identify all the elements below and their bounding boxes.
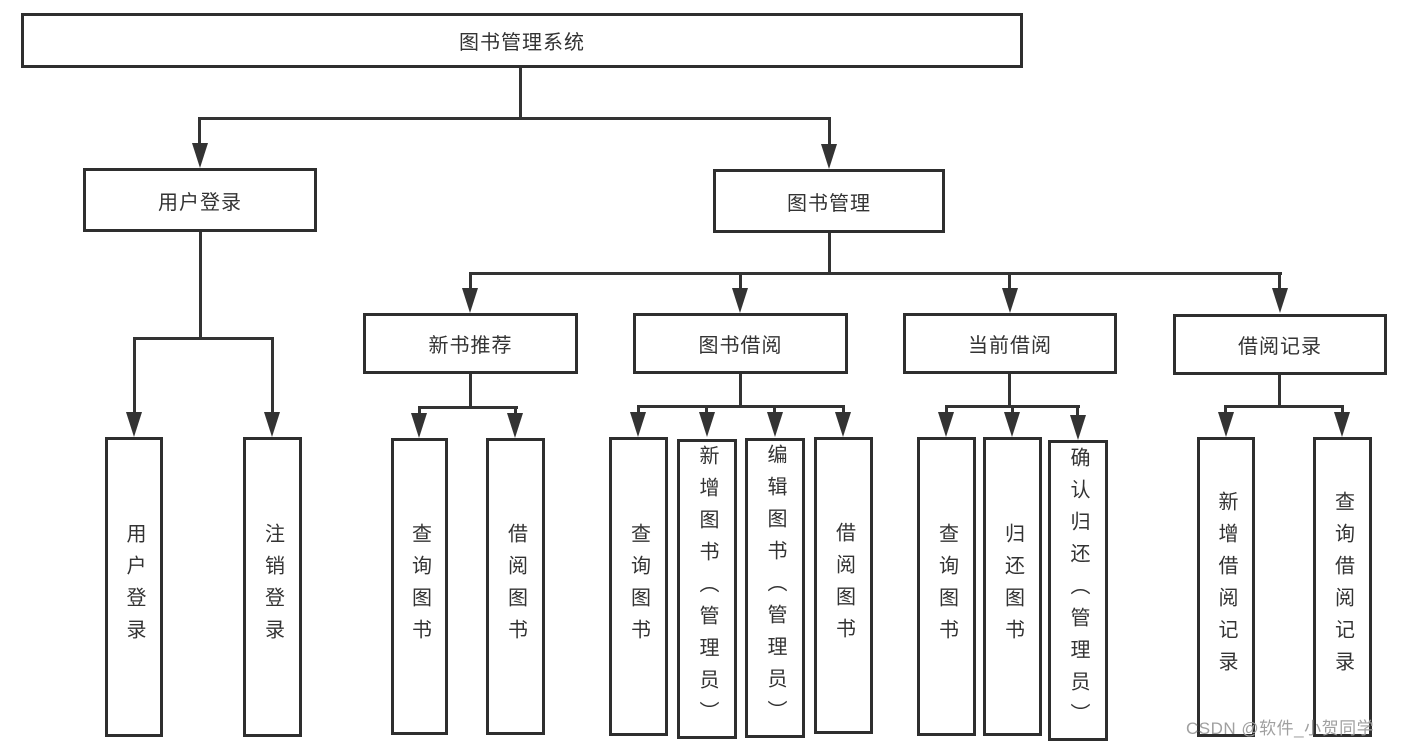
connector-line — [1008, 374, 1011, 408]
connector-line — [271, 337, 274, 414]
arrow-down-icon — [1070, 415, 1086, 440]
connector-line — [519, 68, 522, 120]
connector-line — [1278, 272, 1281, 290]
connector-line — [739, 272, 742, 290]
arrow-down-icon — [835, 412, 851, 437]
connector-line — [1011, 405, 1014, 415]
connector-line — [198, 117, 201, 145]
connector-line — [739, 374, 742, 408]
arrow-down-icon — [411, 413, 427, 438]
connector-line — [705, 405, 708, 415]
leaf-current-query: 查询图书 — [917, 437, 976, 736]
connector-line — [945, 405, 948, 415]
connector-line — [469, 272, 472, 290]
node-borrow-records: 借阅记录 — [1173, 314, 1387, 375]
arrow-down-icon — [767, 412, 783, 437]
connector-line — [637, 405, 845, 408]
connector-line — [1224, 405, 1344, 408]
arrow-down-icon — [630, 412, 646, 437]
leaf-logout: 注销登录 — [243, 437, 302, 737]
leaf-newbooks-query: 查询图书 — [391, 438, 448, 735]
arrow-down-icon — [699, 412, 715, 437]
arrow-down-icon — [192, 143, 208, 168]
connector-line — [1278, 375, 1281, 408]
connector-line — [1076, 405, 1079, 418]
node-new-books: 新书推荐 — [363, 313, 578, 374]
arrow-down-icon — [1004, 412, 1020, 437]
leaf-user-login: 用户登录 — [105, 437, 163, 737]
node-current-borrow: 当前借阅 — [903, 313, 1117, 374]
arrow-down-icon — [507, 413, 523, 438]
node-user-login: 用户登录 — [83, 168, 317, 232]
leaf-borrow-add-admin: 新增图书（管理员） — [677, 439, 737, 739]
arrow-down-icon — [821, 144, 837, 169]
connector-line — [1008, 272, 1011, 290]
leaf-newbooks-borrow: 借阅图书 — [486, 438, 545, 735]
leaf-borrow-query: 查询图书 — [609, 437, 668, 736]
arrow-down-icon — [1218, 412, 1234, 437]
connector-line — [1341, 405, 1344, 415]
leaf-current-return: 归还图书 — [983, 437, 1042, 736]
arrow-down-icon — [126, 412, 142, 437]
arrow-down-icon — [1002, 288, 1018, 313]
connector-line — [199, 232, 202, 340]
arrow-down-icon — [938, 412, 954, 437]
arrow-down-icon — [1334, 412, 1350, 437]
node-root: 图书管理系统 — [21, 13, 1023, 68]
arrow-down-icon — [462, 288, 478, 313]
arrow-down-icon — [1272, 288, 1288, 313]
connector-line — [842, 405, 845, 415]
connector-line — [514, 406, 517, 416]
connector-line — [133, 337, 274, 340]
leaf-current-confirm-admin: 确认归还（管理员） — [1048, 440, 1108, 741]
connector-line — [1224, 405, 1227, 415]
connector-line — [828, 117, 831, 146]
connector-line — [133, 337, 136, 414]
connector-line — [418, 406, 421, 416]
arrow-down-icon — [264, 412, 280, 437]
connector-line — [469, 374, 472, 409]
connector-line — [418, 406, 518, 409]
leaf-borrow-edit-admin: 编辑图书（管理员） — [745, 438, 805, 738]
leaf-records-query: 查询借阅记录 — [1313, 437, 1372, 737]
connector-line — [828, 233, 831, 275]
csdn-watermark: CSDN @软件_小贺同学 — [1186, 719, 1375, 738]
node-book-borrow: 图书借阅 — [633, 313, 848, 374]
leaf-records-add: 新增借阅记录 — [1197, 437, 1255, 737]
leaf-borrow-borrow: 借阅图书 — [814, 437, 873, 734]
connector-line — [637, 405, 640, 415]
connector-line — [198, 117, 831, 120]
connector-line — [773, 405, 776, 415]
connector-line — [469, 272, 1282, 275]
arrow-down-icon — [732, 288, 748, 313]
node-book-mgmt: 图书管理 — [713, 169, 945, 233]
